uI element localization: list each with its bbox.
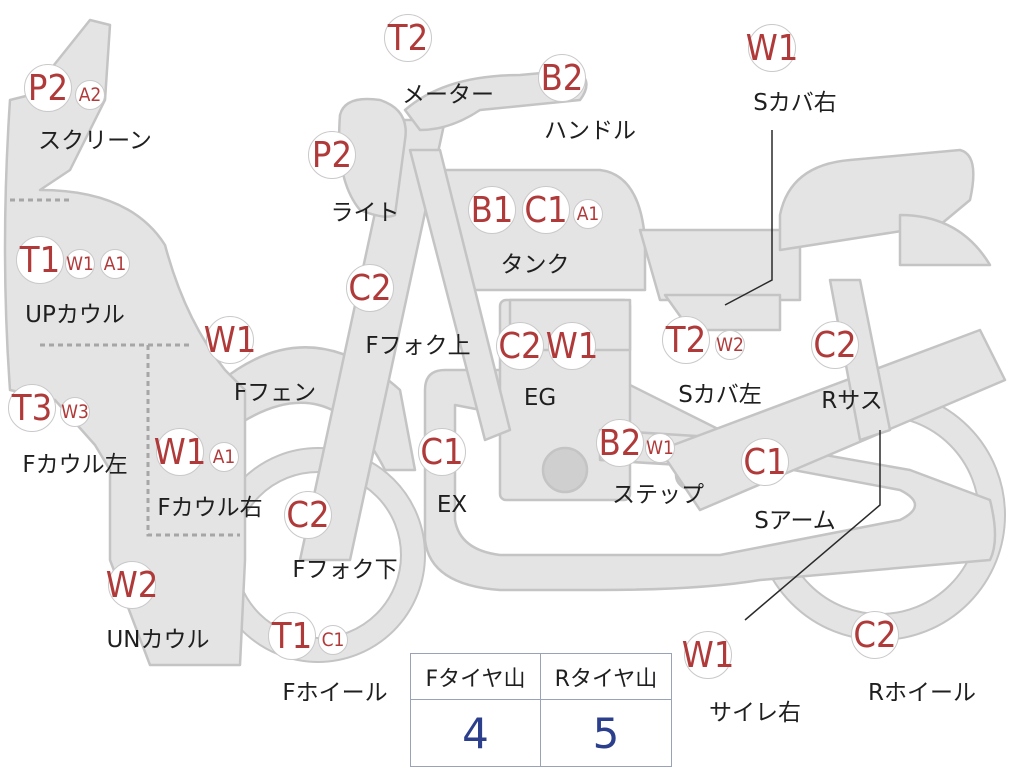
front-wheel-code-t1: T1 — [268, 612, 316, 660]
step-code-w1: W1 — [645, 433, 675, 463]
screen-code-p2: P2 — [24, 64, 72, 112]
front-cowl-left-code-w3: W3 — [60, 397, 90, 427]
front-cowl-right-code-w1: W1 — [154, 428, 206, 476]
exhaust-code-c1: C1 — [418, 428, 466, 476]
under-cowl-label: UNカウル — [106, 627, 210, 653]
swing-arm-code-c1: C1 — [741, 438, 789, 486]
screen-label: スクリーン — [38, 128, 152, 154]
up-cowl-code-t1: T1 — [16, 236, 64, 284]
tank-code-b1: B1 — [468, 186, 516, 234]
light-label: ライト — [330, 200, 400, 226]
front-fender-label: Fフェン — [233, 380, 317, 406]
rear-suspension-label: Rサス — [821, 388, 883, 414]
step-code-b2: B2 — [596, 419, 644, 467]
side-cover-left-label: Sカバ左 — [678, 382, 762, 408]
exhaust-label: EX — [436, 492, 468, 518]
front-fender-code-w1: W1 — [204, 316, 256, 364]
front-tire-header: Fタイヤ山 — [411, 654, 541, 700]
front-tire-value: 4 — [411, 700, 541, 766]
rear-wheel-label: Rホイール — [868, 680, 976, 706]
engine-label: EG — [523, 385, 557, 411]
front-fork-upper-label: Fフォク上 — [365, 333, 471, 359]
front-cowl-left-code-t3: T3 — [8, 384, 56, 432]
headlight-shape — [337, 97, 407, 218]
screen-code-a2: A2 — [75, 80, 105, 110]
tank-label: タンク — [500, 252, 570, 278]
engine-code-c2: C2 — [496, 322, 544, 370]
front-wheel-code-c1: C1 — [318, 625, 348, 655]
side-cover-right-code-w1: W1 — [746, 24, 798, 72]
front-fork-upper-code-c2: C2 — [346, 264, 394, 312]
silencer-right-label: サイレ右 — [709, 700, 801, 726]
light-code-p2: P2 — [308, 131, 356, 179]
rear-suspension-shape — [828, 278, 892, 442]
tank-code-a1: A1 — [573, 199, 603, 229]
front-wheel-label: Fホイール — [282, 680, 388, 706]
meter-code-t2: T2 — [384, 14, 432, 62]
meter-label: メーター — [402, 82, 494, 108]
step-label: ステップ — [612, 482, 704, 508]
swing-arm-label: Sアーム — [754, 508, 836, 534]
under-cowl-code-w2: W2 — [106, 561, 158, 609]
side-cover-right-label: Sカバ右 — [753, 90, 837, 116]
up-cowl-code-w1: W1 — [65, 249, 95, 279]
front-fork-lower-label: Fフォク下 — [292, 557, 398, 583]
side-cover-shape — [638, 228, 802, 302]
rear-wheel-code-c2: C2 — [851, 611, 899, 659]
rear-tire-value: 5 — [592, 708, 620, 758]
rear-suspension-code-c2: C2 — [811, 321, 859, 369]
tire-tread-table: Fタイヤ山 Rタイヤ山 4 5 — [410, 653, 672, 767]
front-cowl-left-label: Fカウル左 — [22, 452, 128, 478]
handle-label: ハンドル — [544, 118, 636, 144]
front-cowl-right-code-a1: A1 — [209, 442, 239, 472]
side-cover-left-code-w2: W2 — [715, 330, 745, 360]
front-fork-lower-code-c2: C2 — [284, 491, 332, 539]
tank-code-c1: C1 — [522, 186, 570, 234]
up-cowl-code-a1: A1 — [100, 249, 130, 279]
up-cowl-label: UPカウル — [25, 302, 125, 328]
silencer-right-code-w1: W1 — [682, 631, 734, 679]
engine-code-w1: W1 — [546, 322, 598, 370]
rear-tire-header: Rタイヤ山 — [541, 654, 671, 700]
side-cover-left-code-t2: T2 — [662, 316, 710, 364]
front-cowl-right-label: Fカウル右 — [157, 495, 263, 521]
handle-code-b2: B2 — [538, 54, 586, 102]
